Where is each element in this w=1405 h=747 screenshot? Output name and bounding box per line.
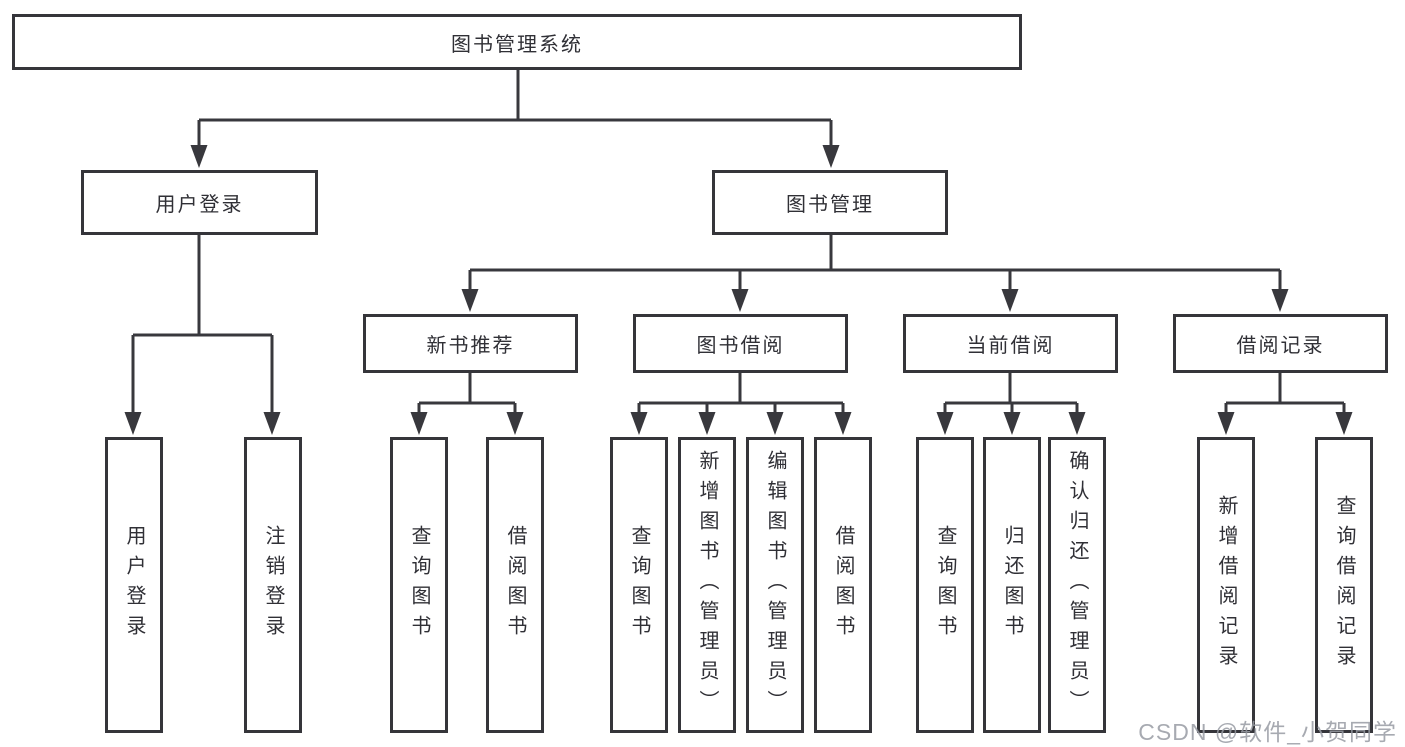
- node-add-borrow-record: 新增借阅记录: [1197, 437, 1255, 733]
- arrow-down-icon: [1335, 412, 1353, 435]
- node-confirm-return-admin: 确认归还（管理员）: [1048, 437, 1106, 733]
- arrow-down-icon: [410, 412, 428, 435]
- node-label: 用户登录: [155, 194, 244, 216]
- node-new-book-recommend: 新书推荐: [363, 314, 578, 373]
- arrow-down-icon: [766, 412, 784, 435]
- arrow-down-icon: [124, 412, 142, 435]
- arrow-down-icon: [731, 289, 749, 312]
- arrow-down-icon: [1271, 289, 1289, 312]
- arrow-down-icon: [630, 412, 648, 435]
- node-label: 借阅记录: [1236, 335, 1325, 357]
- node-query-books-current: 查询图书: [916, 437, 974, 733]
- node-query-borrow-record: 查询借阅记录: [1315, 437, 1373, 733]
- node-logout: 注销登录: [244, 437, 302, 733]
- node-label: 注销登录: [262, 525, 284, 645]
- arrow-down-icon: [1068, 412, 1086, 435]
- node-label: 新书推荐: [426, 335, 515, 357]
- node-library-system: 图书管理系统: [12, 14, 1022, 70]
- arrow-down-icon: [698, 412, 716, 435]
- node-add-books-admin: 新增图书（管理员）: [678, 437, 736, 733]
- arrow-down-icon: [822, 145, 840, 168]
- node-label: 新增图书（管理员）: [696, 450, 718, 720]
- node-label: 当前借阅: [966, 335, 1055, 357]
- node-borrow-books: 借阅图书: [814, 437, 872, 733]
- node-query-books-borrowing: 查询图书: [610, 437, 668, 733]
- node-label: 查询图书: [628, 525, 650, 645]
- node-borrowing-records: 借阅记录: [1173, 314, 1388, 373]
- node-label: 新增借阅记录: [1215, 495, 1237, 675]
- node-book-borrowing: 图书借阅: [633, 314, 848, 373]
- node-label: 图书借阅: [696, 335, 785, 357]
- arrow-down-icon: [263, 412, 281, 435]
- node-book-management: 图书管理: [712, 170, 948, 235]
- node-label: 查询图书: [934, 525, 956, 645]
- node-label: 确认归还（管理员）: [1066, 450, 1088, 720]
- node-query-books-recommend: 查询图书: [390, 437, 448, 733]
- node-borrow-books-recommend: 借阅图书: [486, 437, 544, 733]
- node-label: 图书管理: [786, 194, 874, 216]
- arrow-down-icon: [1003, 412, 1021, 435]
- node-label: 查询图书: [408, 525, 430, 645]
- node-label: 借阅图书: [504, 525, 526, 645]
- arrow-down-icon: [190, 145, 208, 168]
- node-label: 图书管理系统: [451, 33, 583, 56]
- node-current-borrowing: 当前借阅: [903, 314, 1118, 373]
- node-return-books: 归还图书: [983, 437, 1041, 733]
- node-label: 归还图书: [1001, 525, 1023, 645]
- node-label: 用户登录: [123, 525, 145, 645]
- node-label: 编辑图书（管理员）: [764, 450, 786, 720]
- arrow-down-icon: [834, 412, 852, 435]
- arrow-down-icon: [461, 289, 479, 312]
- arrow-down-icon: [1001, 289, 1019, 312]
- node-user-login-group: 用户登录: [81, 170, 318, 235]
- node-label: 借阅图书: [832, 525, 854, 645]
- arrow-down-icon: [936, 412, 954, 435]
- node-user-login: 用户登录: [105, 437, 163, 733]
- csdn-watermark: CSDN @软件_小贺同学: [1138, 719, 1397, 745]
- arrow-down-icon: [506, 412, 524, 435]
- node-label: 查询借阅记录: [1333, 495, 1355, 675]
- node-edit-books-admin: 编辑图书（管理员）: [746, 437, 804, 733]
- arrow-down-icon: [1217, 412, 1235, 435]
